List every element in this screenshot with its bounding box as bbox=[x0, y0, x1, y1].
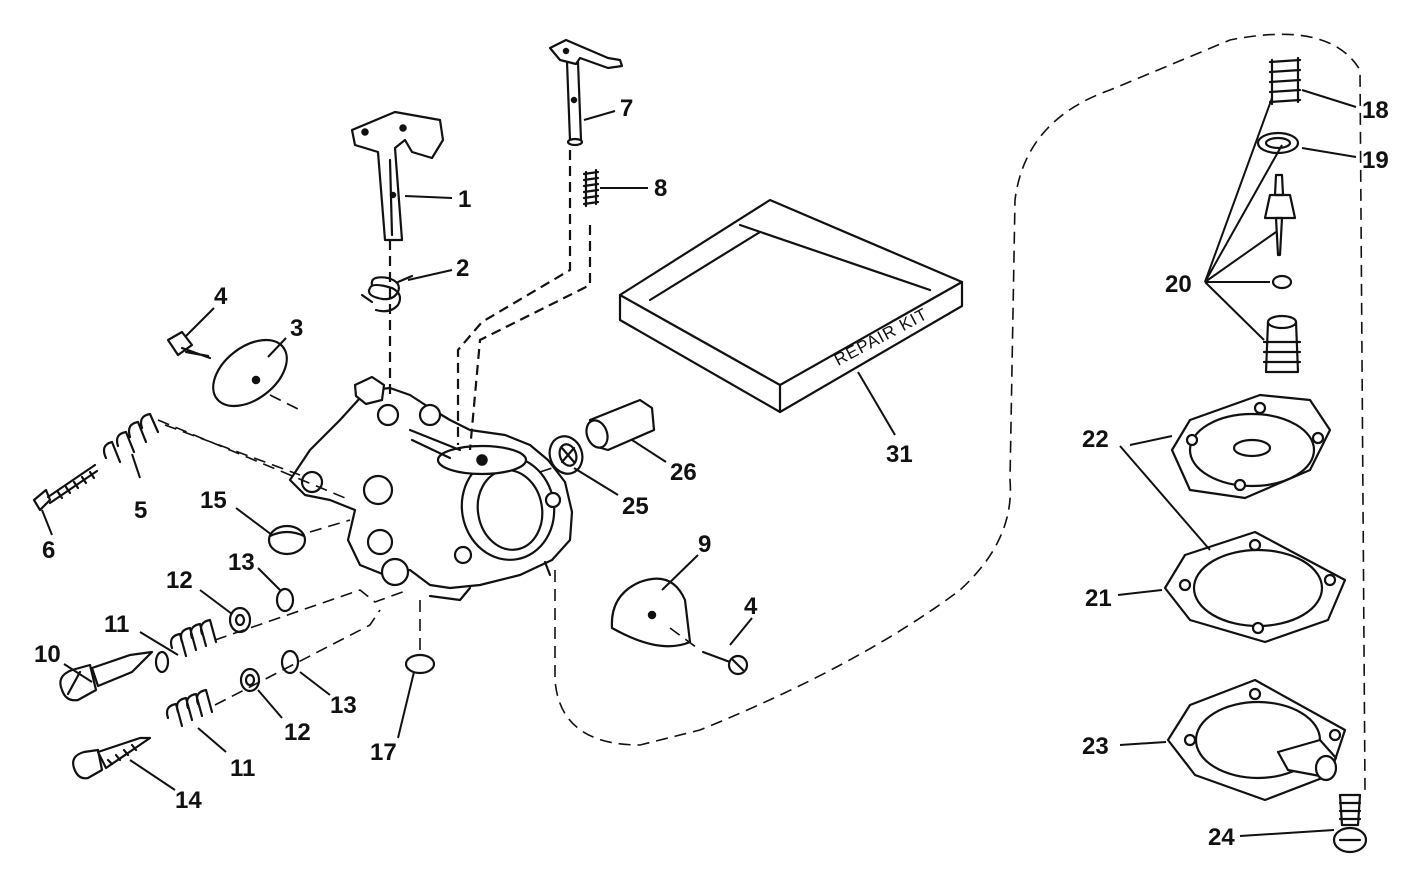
choke-spring-part bbox=[582, 168, 600, 208]
callout-labels: 1 2 3 4 4 5 6 7 8 9 10 11 11 12 12 13 13… bbox=[34, 95, 1389, 851]
inlet-fitting-part bbox=[585, 398, 656, 452]
idle-spring-part bbox=[102, 412, 160, 464]
idle-screw-part bbox=[32, 463, 99, 512]
callout-4-lower: 4 bbox=[744, 593, 758, 620]
low-speed-needle-part bbox=[72, 736, 152, 780]
callout-26: 26 bbox=[670, 459, 697, 486]
callout-5: 5 bbox=[134, 497, 147, 524]
inlet-needle-part bbox=[1263, 173, 1297, 257]
callout-21: 21 bbox=[1085, 585, 1112, 612]
assembly-line-plate bbox=[269, 394, 301, 411]
assembly-line-choke-spring bbox=[468, 225, 592, 451]
assembly-line-choke-plate bbox=[669, 627, 701, 651]
callout-12-lower: 12 bbox=[284, 719, 311, 746]
callout-20: 20 bbox=[1165, 271, 1192, 298]
callout-12-upper: 12 bbox=[166, 567, 193, 594]
callout-11-lower: 11 bbox=[230, 755, 255, 782]
callout-17: 17 bbox=[370, 739, 397, 766]
callout-8: 8 bbox=[654, 175, 667, 202]
callout-7: 7 bbox=[620, 95, 633, 122]
assembly-line-idle bbox=[157, 419, 351, 501]
callout-22: 22 bbox=[1082, 426, 1109, 453]
callout-23: 23 bbox=[1082, 733, 1109, 760]
callout-14: 14 bbox=[175, 787, 202, 814]
pump-body-part bbox=[1166, 678, 1347, 802]
callout-3: 3 bbox=[290, 315, 303, 342]
callout-4-upper: 4 bbox=[214, 283, 228, 310]
washer-upper-part bbox=[228, 606, 252, 634]
choke-shaft-part bbox=[548, 38, 624, 147]
needle-spring-upper-part bbox=[154, 618, 218, 674]
plate-screw-lower-part bbox=[701, 650, 749, 676]
throttle-spring-part bbox=[360, 274, 414, 313]
repair-kit-box-part bbox=[618, 198, 964, 414]
repair-kit-boundary bbox=[554, 33, 1366, 791]
callout-1: 1 bbox=[458, 186, 471, 213]
callout-15: 15 bbox=[200, 487, 227, 514]
assembly-line-fitting bbox=[539, 467, 553, 473]
pump-cover-part bbox=[1170, 393, 1332, 500]
callout-13-lower: 13 bbox=[330, 692, 357, 719]
callout-31: 31 bbox=[886, 441, 913, 468]
welch-plug-large-part bbox=[267, 524, 307, 556]
needle-seat-part bbox=[1262, 314, 1302, 374]
callout-19: 19 bbox=[1362, 147, 1389, 174]
assembly-line-needles bbox=[214, 589, 409, 706]
welch-plug-small-part bbox=[404, 653, 436, 675]
throttle-shaft-lever-part bbox=[350, 110, 445, 242]
needle-seat-washer-part bbox=[1271, 274, 1293, 290]
assembly-line-plug bbox=[309, 519, 421, 655]
pump-diaphragm-part bbox=[1163, 530, 1347, 644]
pump-spring-part bbox=[1268, 56, 1302, 106]
callout-24: 24 bbox=[1208, 824, 1235, 851]
pump-screw-part bbox=[1332, 793, 1368, 854]
pump-gasket-ring-part bbox=[1256, 131, 1300, 155]
callout-11-upper: 11 bbox=[104, 611, 129, 638]
callout-18: 18 bbox=[1362, 97, 1389, 124]
choke-plate-part bbox=[610, 577, 692, 648]
o-ring-upper-part bbox=[275, 587, 295, 613]
check-valve-part bbox=[548, 435, 584, 475]
callout-13-upper: 13 bbox=[228, 549, 255, 576]
callout-2: 2 bbox=[456, 255, 469, 282]
callout-6: 6 bbox=[42, 537, 55, 564]
plate-screw-upper-part bbox=[166, 330, 212, 360]
carburetor-body-part bbox=[288, 375, 574, 602]
high-speed-needle-part bbox=[59, 650, 154, 702]
callout-10: 10 bbox=[34, 641, 61, 668]
needle-spring-lower-part bbox=[165, 688, 214, 728]
callout-25: 25 bbox=[622, 493, 649, 520]
callout-9: 9 bbox=[698, 531, 711, 558]
assembly-line-choke bbox=[456, 150, 572, 445]
leader-lines bbox=[41, 89, 1357, 837]
